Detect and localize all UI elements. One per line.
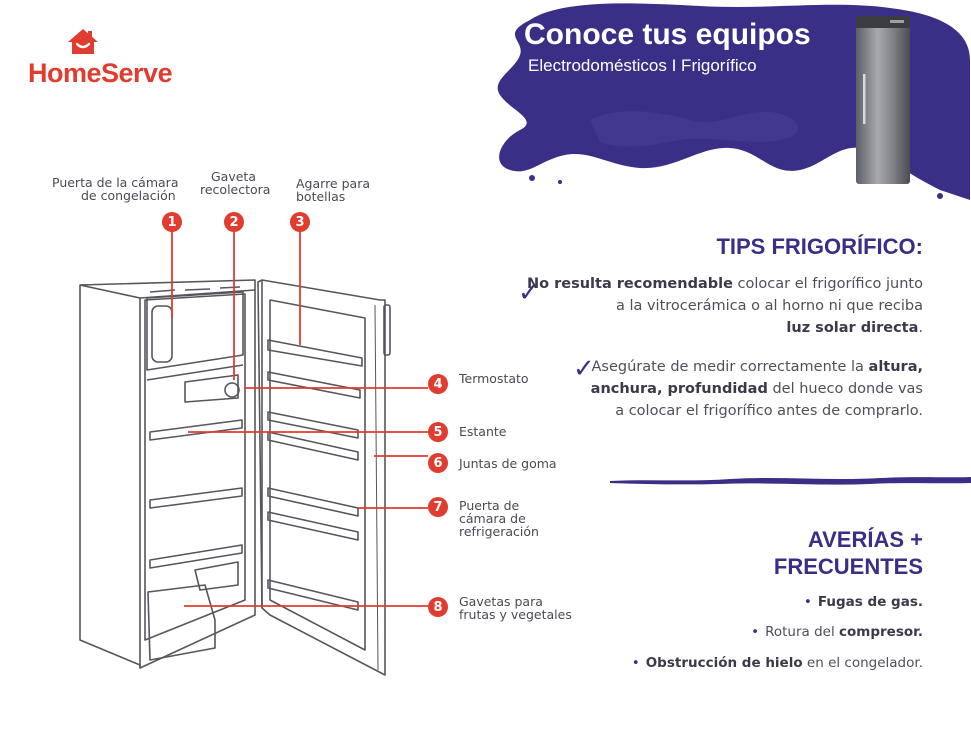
tip-1: No resulta recomendable colocar el frigo… [526, 276, 923, 336]
failure-item-3: •Obstrucción de hielo en el congelador. [631, 655, 923, 671]
callout-badge-3: 3 [290, 212, 310, 232]
check-icon: ✓ [573, 354, 595, 384]
header-title: Conoce tus equipos [524, 18, 811, 51]
label-4-text: Termostato [459, 371, 529, 386]
callout-badge-8: 8 [428, 597, 448, 617]
label-8-text: Gavetas para frutas y vegetales [459, 594, 572, 622]
label-1-text: Puerta de la cámara de congelación [52, 175, 179, 203]
failures-heading: AVERÍAS + FRECUENTES [773, 527, 923, 579]
label-7-text: Puerta de cámara de refrigeración [459, 498, 539, 539]
brush-divider [610, 477, 971, 485]
label-5-text: Estante [459, 424, 507, 439]
callout-badge-6: 6 [428, 453, 448, 473]
header-ink-blob [497, 3, 970, 200]
tips-heading: TIPS FRIGORÍFICO: [716, 234, 923, 259]
tip-2: Asegúrate de medir correctamente la altu… [590, 359, 923, 419]
failure-item-2: •Rotura del compresor. [751, 624, 923, 640]
callout-badge-5: 5 [428, 422, 448, 442]
callout-badge-7: 7 [428, 497, 448, 517]
house-roof-icon [68, 29, 98, 54]
callout-badge-4: 4 [428, 374, 448, 394]
label-6-text: Juntas de goma [459, 456, 557, 471]
label-2-text: Gaveta recolectora [200, 169, 271, 197]
label-3-text: Agarre para botellas [296, 176, 370, 204]
fridge-photo-icon [856, 16, 910, 184]
header-subtitle: Electrodomésticos I Frigorífico [528, 56, 757, 75]
homeserve-logo: HomeServe [28, 28, 198, 98]
callout-badge-2: 2 [224, 212, 244, 232]
check-icon: ✓ [518, 278, 540, 308]
callout-badge-1: 1 [162, 212, 182, 232]
brand-name: HomeServe [28, 58, 173, 88]
failure-item-1: •Fugas de gas. [803, 594, 923, 610]
